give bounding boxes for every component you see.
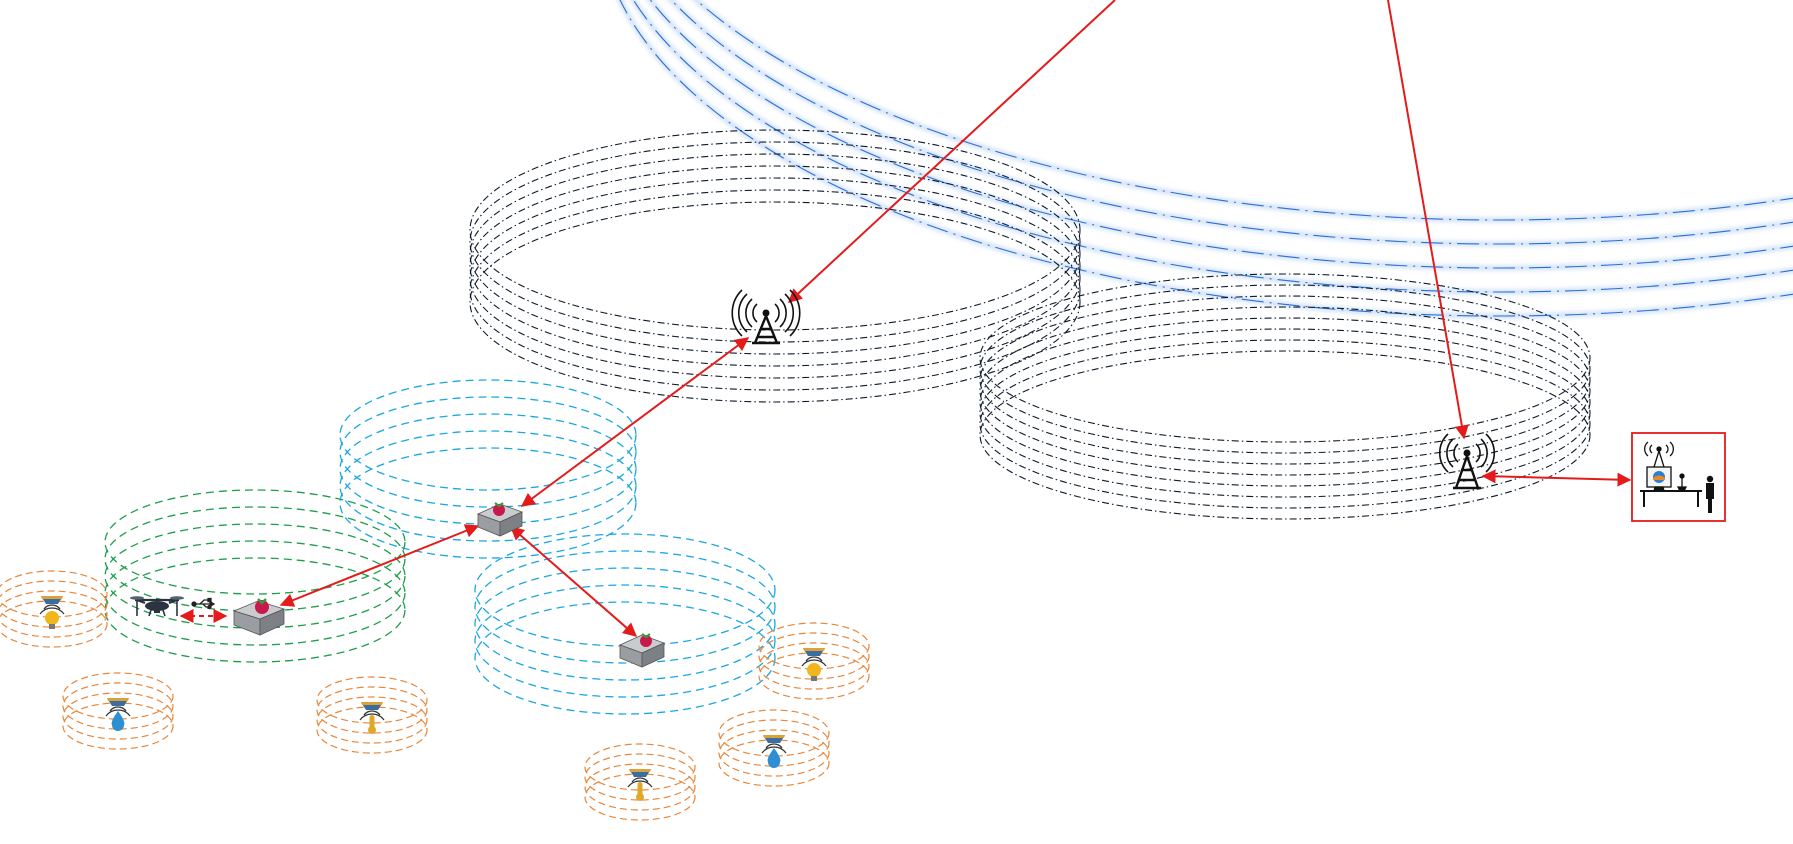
sensor-ring [584,743,696,791]
sensor-ring [0,580,108,628]
sensor-ring [0,570,108,618]
drone-ring [104,506,406,612]
sensor-ring [316,686,428,734]
sensor-icons [39,596,827,801]
edge-ring [339,379,637,491]
light-sensor-icon [39,596,65,629]
sensor-rings [0,570,870,821]
light-sensor-icon [801,648,827,681]
usb-icon [191,597,216,610]
satellite-ring-glow [668,0,1793,247]
macro-cell-rings-right [979,273,1591,520]
sensor-ring [0,590,108,638]
link-tower-to-edge-node [520,337,750,507]
temperature-sensor-icon [627,769,653,801]
satellite-ring [619,0,1793,317]
satellite-ring [632,0,1793,293]
link-satellite-to-tower-right [1387,0,1469,440]
sensor-ring [62,682,174,730]
link-tower-to-control-station [1481,469,1632,487]
control-station-icon [1640,441,1714,513]
macro-ring [979,317,1591,487]
satellite-ring [670,0,1793,245]
satellite-ring [695,0,1793,221]
sensor-ring [62,692,174,740]
raspberry-pi-box-icon [232,598,286,636]
tower-icon [1439,433,1495,490]
drone-ring [104,489,406,595]
macro-ring [469,153,1081,355]
macro-ring [469,129,1081,331]
sensor-ring [316,676,428,724]
drone-node-rings [104,489,406,663]
sensor-ring [718,719,830,767]
sensor-ring [62,672,174,720]
edge-ring [339,396,637,508]
macro-ring [979,306,1591,476]
macro-ring [979,273,1591,443]
communication-links [179,0,1632,637]
satellite-ring [649,0,1793,269]
sensor-ring [718,729,830,777]
edge-ring [339,413,637,525]
link-satellite-to-tower-center [787,0,1116,303]
temperature-sensor-icon [359,702,385,734]
raspberry-pi-box-icon [476,502,524,537]
macro-ring [469,189,1081,391]
sensor-ring [584,753,696,801]
water-sensor-icon [105,698,131,731]
ground-control-station [1631,432,1726,522]
sensor-ring [758,642,870,690]
macro-ring [469,177,1081,379]
sensor-ring [718,709,830,757]
link-edge-node-to-drone-node [279,524,480,607]
edge-node-rings-lower [474,533,776,715]
macro-ring [979,350,1591,520]
water-sensor-icon [761,735,787,768]
macro-ring [979,295,1591,465]
drone-ring [104,557,406,663]
sensor-ring [584,763,696,811]
satellite-coverage-rings [617,0,1793,319]
tower-icon [731,289,801,345]
sensor-ring [316,696,428,744]
sensor-ring [758,622,870,670]
satellite-ring-glow [630,0,1793,295]
macro-ring [979,339,1591,509]
edge-ring [339,447,637,559]
raspberry-pi-box-icon [618,633,666,668]
macro-ring [979,284,1591,454]
link-edge-node-to-edge-node [509,526,638,637]
macro-ring [469,201,1081,403]
drone-icon [130,596,184,617]
macro-ring [979,328,1591,498]
macro-ring [469,165,1081,367]
sensor-ring [758,632,870,680]
